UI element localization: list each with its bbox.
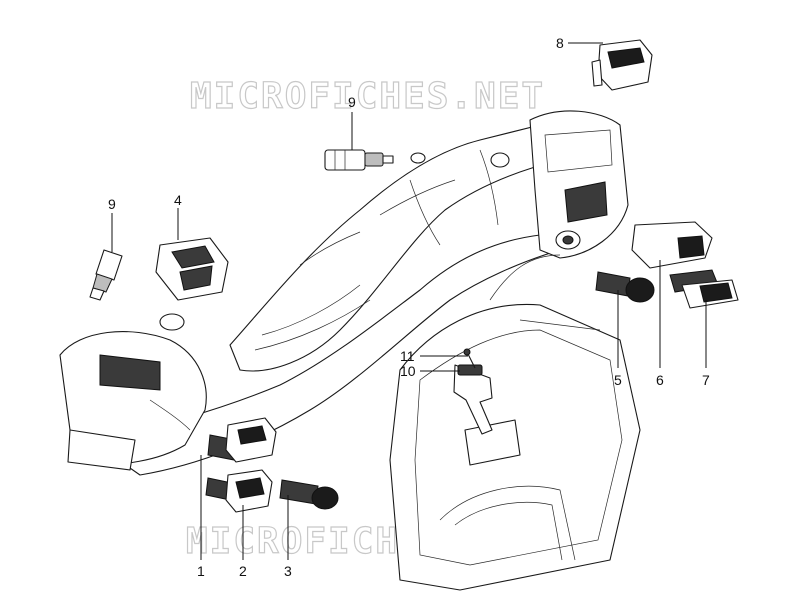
part-2-switch xyxy=(205,469,273,513)
callout-9-left: 9 xyxy=(108,196,116,212)
part-5-button xyxy=(595,271,655,303)
callout-11: 11 xyxy=(400,348,415,364)
callout-3: 3 xyxy=(284,563,292,579)
part-6-switch xyxy=(631,221,713,269)
part-1-switch xyxy=(207,417,277,463)
callout-6: 6 xyxy=(656,372,664,388)
callout-9-top: 9 xyxy=(348,94,356,110)
part-10-sensor xyxy=(453,364,493,435)
part-9-top-bulb xyxy=(324,149,394,171)
part-3-button xyxy=(279,479,339,510)
part-11-screw xyxy=(463,348,476,369)
handlebar-cover xyxy=(59,110,629,476)
callout-2: 2 xyxy=(239,563,247,579)
part-9-left-bulb xyxy=(89,249,123,301)
callout-10: 10 xyxy=(400,363,416,379)
part-4-switch xyxy=(155,237,229,301)
callout-8: 8 xyxy=(556,35,564,51)
glove-compartment xyxy=(389,254,641,591)
watermark-top: MICROFICHES.NET xyxy=(190,76,545,117)
callout-1: 1 xyxy=(197,563,205,579)
callout-5: 5 xyxy=(614,372,622,388)
part-8-switch xyxy=(591,39,653,91)
callout-4: 4 xyxy=(174,192,182,208)
part-7-switch xyxy=(669,269,739,309)
leader-lines xyxy=(111,42,707,560)
callout-7: 7 xyxy=(702,372,710,388)
